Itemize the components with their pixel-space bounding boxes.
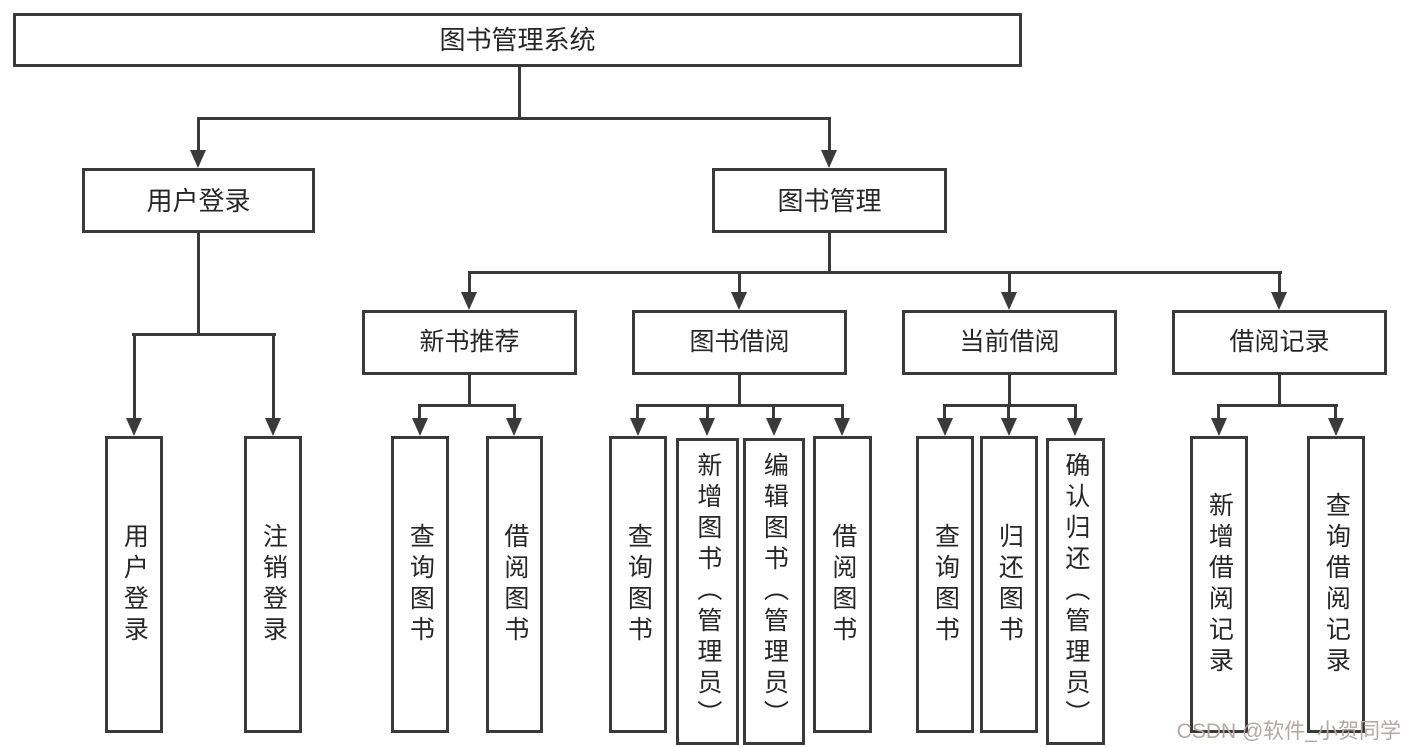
connector-current-borrow-stub: [1008, 375, 1011, 407]
connector-book-borrow-stub: [738, 375, 741, 407]
node-label: 新书推荐: [419, 328, 520, 356]
arrowhead-down-icon: [937, 418, 953, 436]
connector-to-new-book-recommend: [468, 271, 471, 296]
connector-book-management-stub: [828, 233, 831, 274]
connector-new-book-recommend-bus: [418, 404, 516, 407]
arrowhead-down-icon: [1001, 292, 1017, 310]
connector-to-leaf: [1074, 404, 1077, 422]
arrowhead-down-icon: [1328, 418, 1344, 436]
connector-to-leaf: [1217, 404, 1220, 422]
connector-to-leaf: [943, 404, 946, 422]
node-user-login: 用户登录: [82, 168, 315, 233]
node-current-borrow: 当前借阅: [902, 310, 1117, 375]
arrowhead-down-icon: [699, 418, 715, 436]
leaf-query-borrow-record: 查询借阅记录: [1307, 436, 1365, 733]
node-library-management-system: 图书管理系统: [13, 13, 1022, 67]
leaf-query-books-current: 查询图书: [916, 436, 974, 733]
arrowhead-down-icon: [126, 418, 142, 436]
arrowhead-down-icon: [630, 418, 646, 436]
node-label: 借阅图书: [828, 522, 857, 647]
connector-to-leaf: [706, 404, 709, 422]
arrowhead-down-icon: [506, 418, 522, 436]
connector-to-leaf: [1007, 404, 1010, 422]
arrowhead-down-icon: [1067, 418, 1083, 436]
leaf-logout: 注销登录: [244, 436, 302, 733]
node-label: 借阅图书: [500, 522, 529, 647]
connector-level3-bus: [468, 271, 1282, 274]
connector-to-leaf: [636, 404, 639, 422]
leaf-query-books-borrow: 查询图书: [609, 436, 667, 733]
arrowhead-down-icon: [1001, 418, 1017, 436]
connector-to-borrow-records: [1278, 271, 1281, 296]
node-label: 注销登录: [259, 522, 288, 647]
connector-user-login-bus: [132, 333, 276, 336]
node-label: 查询图书: [406, 522, 435, 647]
csdn-watermark: CSDN @软件_小贺同学: [1176, 720, 1401, 743]
node-label: 新增图书（管理员）: [693, 452, 722, 731]
node-label: 图书管理: [777, 185, 882, 216]
node-label: 编辑图书（管理员）: [760, 452, 789, 731]
arrowhead-down-icon: [1211, 418, 1227, 436]
arrowhead-down-icon: [461, 292, 477, 310]
leaf-add-books-admin: 新增图书（管理员）: [676, 438, 739, 745]
arrowhead-down-icon: [265, 418, 281, 436]
leaf-query-books-recommend: 查询图书: [391, 436, 449, 733]
leaf-borrow-books: 借阅图书: [813, 436, 872, 733]
node-label: 借阅记录: [1229, 328, 1330, 356]
node-label: 查询图书: [931, 522, 960, 647]
leaf-confirm-return-admin: 确认归还（管理员）: [1046, 438, 1105, 745]
connector-to-leaf: [772, 404, 775, 422]
connector-to-user-login: [197, 117, 200, 153]
node-new-book-recommend: 新书推荐: [362, 310, 577, 375]
node-book-management: 图书管理: [712, 168, 947, 233]
node-label: 归还图书: [995, 522, 1024, 647]
leaf-add-borrow-record: 新增借阅记录: [1190, 436, 1248, 733]
node-label: 查询借阅记录: [1322, 491, 1351, 678]
leaf-user-login: 用户登录: [105, 436, 163, 733]
leaf-edit-books-admin: 编辑图书（管理员）: [743, 438, 805, 745]
arrowhead-down-icon: [412, 418, 428, 436]
connector-book-borrow-bus: [636, 404, 844, 407]
connector-to-book-borrow: [738, 271, 741, 296]
connector-borrow-records-bus: [1217, 404, 1338, 407]
connector-to-leaf: [418, 404, 421, 422]
node-label: 用户登录: [146, 185, 251, 216]
node-label: 查询图书: [624, 522, 653, 647]
node-label: 图书借阅: [689, 328, 790, 356]
connector-current-borrow-bus: [943, 404, 1077, 407]
leaf-return-books: 归还图书: [980, 436, 1038, 733]
node-label: 确认归还（管理员）: [1061, 452, 1090, 731]
arrowhead-down-icon: [834, 418, 850, 436]
node-label: 当前借阅: [959, 328, 1060, 356]
arrowhead-down-icon: [731, 292, 747, 310]
arrowhead-down-icon: [1271, 292, 1287, 310]
connector-to-leaf-logout: [272, 333, 275, 420]
connector-level2-bus: [197, 117, 831, 120]
connector-new-book-recommend-stub: [468, 375, 471, 407]
leaf-borrow-books-recommend: 借阅图书: [486, 436, 543, 733]
connector-to-current-borrow: [1008, 271, 1011, 296]
node-label: 用户登录: [120, 522, 149, 647]
connector-to-leaf: [841, 404, 844, 422]
connector-borrow-records-stub: [1278, 375, 1281, 407]
arrowhead-down-icon: [766, 418, 782, 436]
connector-root-trunk: [518, 67, 521, 119]
connector-to-leaf: [1334, 404, 1337, 422]
arrowhead-down-icon: [190, 150, 206, 168]
node-book-borrow: 图书借阅: [632, 310, 847, 375]
connector-to-leaf: [513, 404, 516, 422]
connector-to-leaf-user-login: [133, 333, 136, 420]
connector-to-book-management: [828, 117, 831, 153]
node-label: 新增借阅记录: [1205, 491, 1234, 678]
connector-user-login-stub: [197, 233, 200, 336]
node-borrow-records: 借阅记录: [1172, 310, 1387, 375]
arrowhead-down-icon: [821, 150, 837, 168]
node-label: 图书管理系统: [439, 25, 596, 55]
